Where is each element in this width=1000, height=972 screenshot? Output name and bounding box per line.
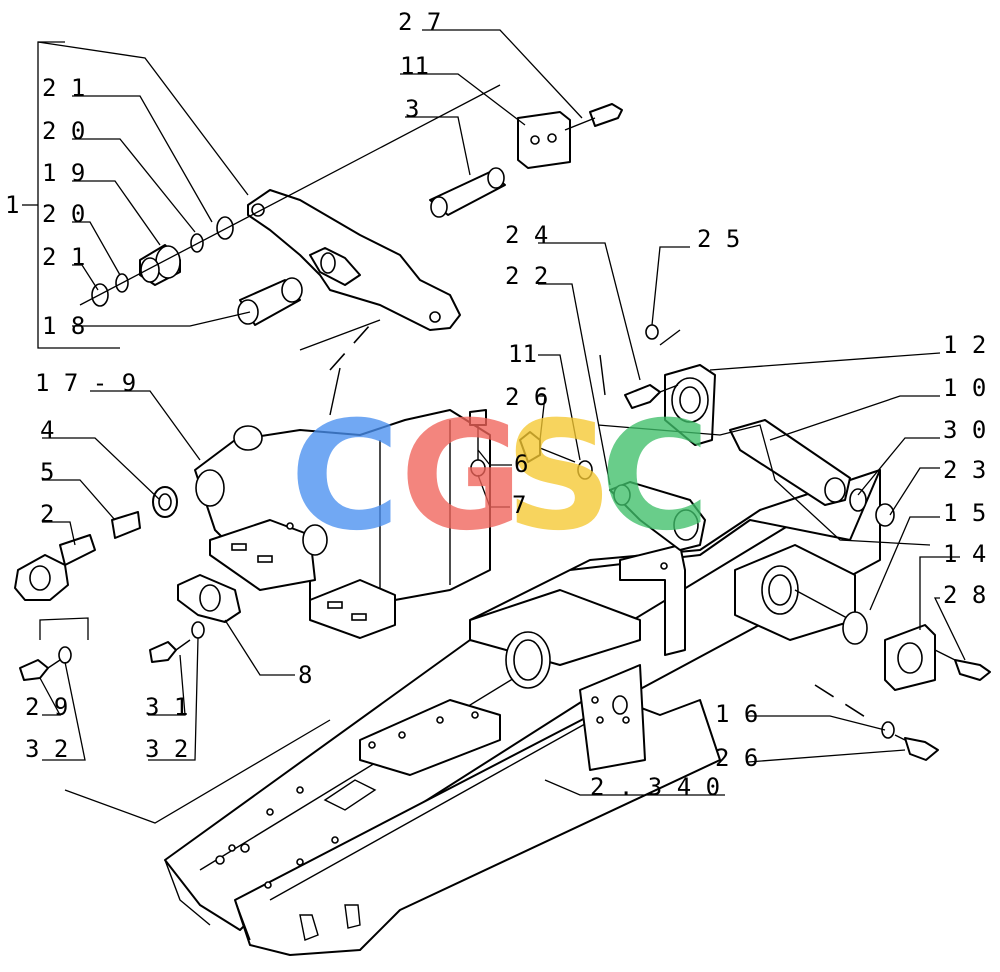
label-23: 2 3 bbox=[943, 456, 986, 484]
label-30: 3 0 bbox=[943, 416, 986, 444]
label-5: 5 bbox=[40, 458, 54, 486]
watermark-letter: G bbox=[400, 390, 523, 564]
label-26: 2 6 bbox=[715, 744, 758, 772]
label-14: 1 4 bbox=[943, 540, 986, 568]
label-17-9: 1 7 - 9 bbox=[35, 369, 136, 397]
leader-lines bbox=[22, 29, 966, 796]
label-2-340: 2 . 3 4 0 bbox=[590, 773, 720, 801]
label-1: 1 bbox=[5, 191, 19, 219]
part-labels: 2 7 11 3 2 1 2 0 1 9 1 2 0 2 1 1 8 2 4 2… bbox=[5, 8, 986, 801]
label-16: 1 6 bbox=[715, 700, 758, 728]
label-3: 3 bbox=[405, 95, 419, 123]
label-20: 2 0 bbox=[42, 200, 85, 228]
main-frame bbox=[64, 469, 881, 956]
label-2: 2 bbox=[40, 500, 54, 528]
label-21: 2 1 bbox=[42, 243, 85, 271]
label-12: 1 2 bbox=[943, 331, 986, 359]
label-24: 2 4 bbox=[505, 221, 548, 249]
watermark-letter: C bbox=[600, 390, 710, 564]
label-26: 2 6 bbox=[505, 383, 548, 411]
label-28: 2 8 bbox=[943, 581, 986, 609]
label-25: 2 5 bbox=[697, 225, 740, 253]
label-19: 1 9 bbox=[42, 159, 85, 187]
watermark-letter: S bbox=[505, 390, 613, 564]
right-housing-assembly bbox=[519, 324, 991, 761]
label-4: 4 bbox=[40, 416, 54, 444]
label-20: 2 0 bbox=[42, 117, 85, 145]
label-10: 1 0 bbox=[943, 374, 986, 402]
label-11: 11 bbox=[508, 340, 537, 368]
arm-assembly bbox=[79, 84, 623, 331]
watermark-letter: C bbox=[290, 390, 400, 564]
label-6: 6 bbox=[514, 450, 528, 478]
label-7: 7 bbox=[512, 491, 526, 519]
label-31: 3 1 bbox=[145, 693, 188, 721]
label-27: 2 7 bbox=[398, 8, 441, 36]
label-32: 3 2 bbox=[25, 735, 68, 763]
label-18: 1 8 bbox=[42, 312, 85, 340]
label-22: 2 2 bbox=[505, 262, 548, 290]
label-32: 3 2 bbox=[145, 735, 188, 763]
label-11: 11 bbox=[400, 52, 429, 80]
label-29: 2 9 bbox=[25, 693, 68, 721]
label-8: 8 bbox=[298, 661, 312, 689]
label-15: 1 5 bbox=[943, 499, 986, 527]
label-21: 2 1 bbox=[42, 74, 85, 102]
watermark: C G S C bbox=[290, 390, 710, 564]
bracket-assembly bbox=[14, 324, 491, 681]
